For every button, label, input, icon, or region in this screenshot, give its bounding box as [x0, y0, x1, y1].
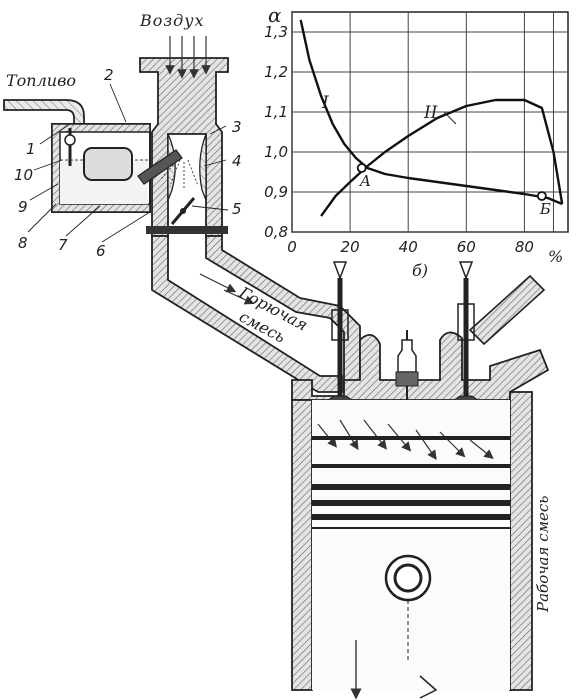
chart-subtitle: б): [412, 261, 428, 280]
part-number-6: 6: [96, 242, 106, 260]
x-tick-label-2: 40: [399, 238, 418, 256]
x-tick-label-0: 0: [287, 238, 297, 256]
x-tick-label-3: 60: [457, 238, 476, 256]
alpha-chart: 0 20 40 60 80 0,8 0,9 1,0 1,1 1,2 1,3А Б α % б) I I…: [264, 3, 569, 280]
carburetor-flange: [146, 226, 228, 234]
x-tick-label-4: 80: [515, 238, 534, 256]
point-marker-1: [356, 163, 367, 173]
working-mixture-label: Рабочая смесь: [534, 496, 552, 613]
part-number-1: 1: [26, 140, 36, 158]
air-intake: [139, 36, 229, 237]
spark-plug: [395, 330, 419, 400]
float: [83, 147, 133, 181]
fuel-label: Топливо: [6, 71, 76, 90]
chart-tick-labels: 0 20 40 60 80 0,8 0,9 1,0 1,1 1,2 1,3А Б: [264, 23, 551, 256]
y-tick-label-2: 1,0: [264, 143, 288, 161]
point-label-2: Б: [539, 200, 551, 218]
diffuser: [167, 133, 207, 201]
air-label: Воздух: [139, 11, 205, 30]
y-axis-label: α: [268, 3, 282, 27]
float-chamber: [51, 123, 151, 213]
part-number-10: 10: [14, 166, 33, 184]
y-tick-label-4: 1,2: [264, 63, 288, 81]
part-number-4: 4: [232, 152, 242, 170]
y-tick-label-3: 1,1: [264, 103, 288, 121]
piston: [312, 436, 510, 700]
series-label-II-leader: [443, 111, 457, 125]
sprayer-nozzle: [137, 149, 199, 190]
series-line-1: [299, 19, 563, 206]
part-leaders: [27, 83, 229, 243]
cylinder-head: [291, 274, 550, 401]
series-label-I: I: [321, 93, 329, 113]
series-line-2: [320, 98, 564, 217]
x-axis-label: %: [548, 247, 563, 266]
part-number-2: 2: [104, 66, 114, 84]
chart-grid: [291, 11, 569, 233]
throttle-valve: [170, 197, 196, 225]
part-number-7: 7: [58, 236, 68, 254]
series-label-II: II: [423, 103, 438, 123]
y-tick-label-1: 0,9: [264, 183, 288, 201]
combustion-flow-arrows: [317, 419, 494, 460]
part-number-3: 3: [232, 118, 242, 136]
point-label-1: А: [359, 172, 371, 190]
y-tick-label-5: 1,3: [264, 23, 288, 41]
y-tick-label-0: 0,8: [264, 223, 288, 241]
part-number-8: 8: [18, 234, 28, 252]
part-number-5: 5: [232, 200, 242, 218]
point-marker-2: [536, 191, 547, 201]
part-number-9: 9: [18, 198, 28, 216]
x-tick-label-1: 20: [341, 238, 360, 256]
chart-series: [299, 19, 564, 217]
